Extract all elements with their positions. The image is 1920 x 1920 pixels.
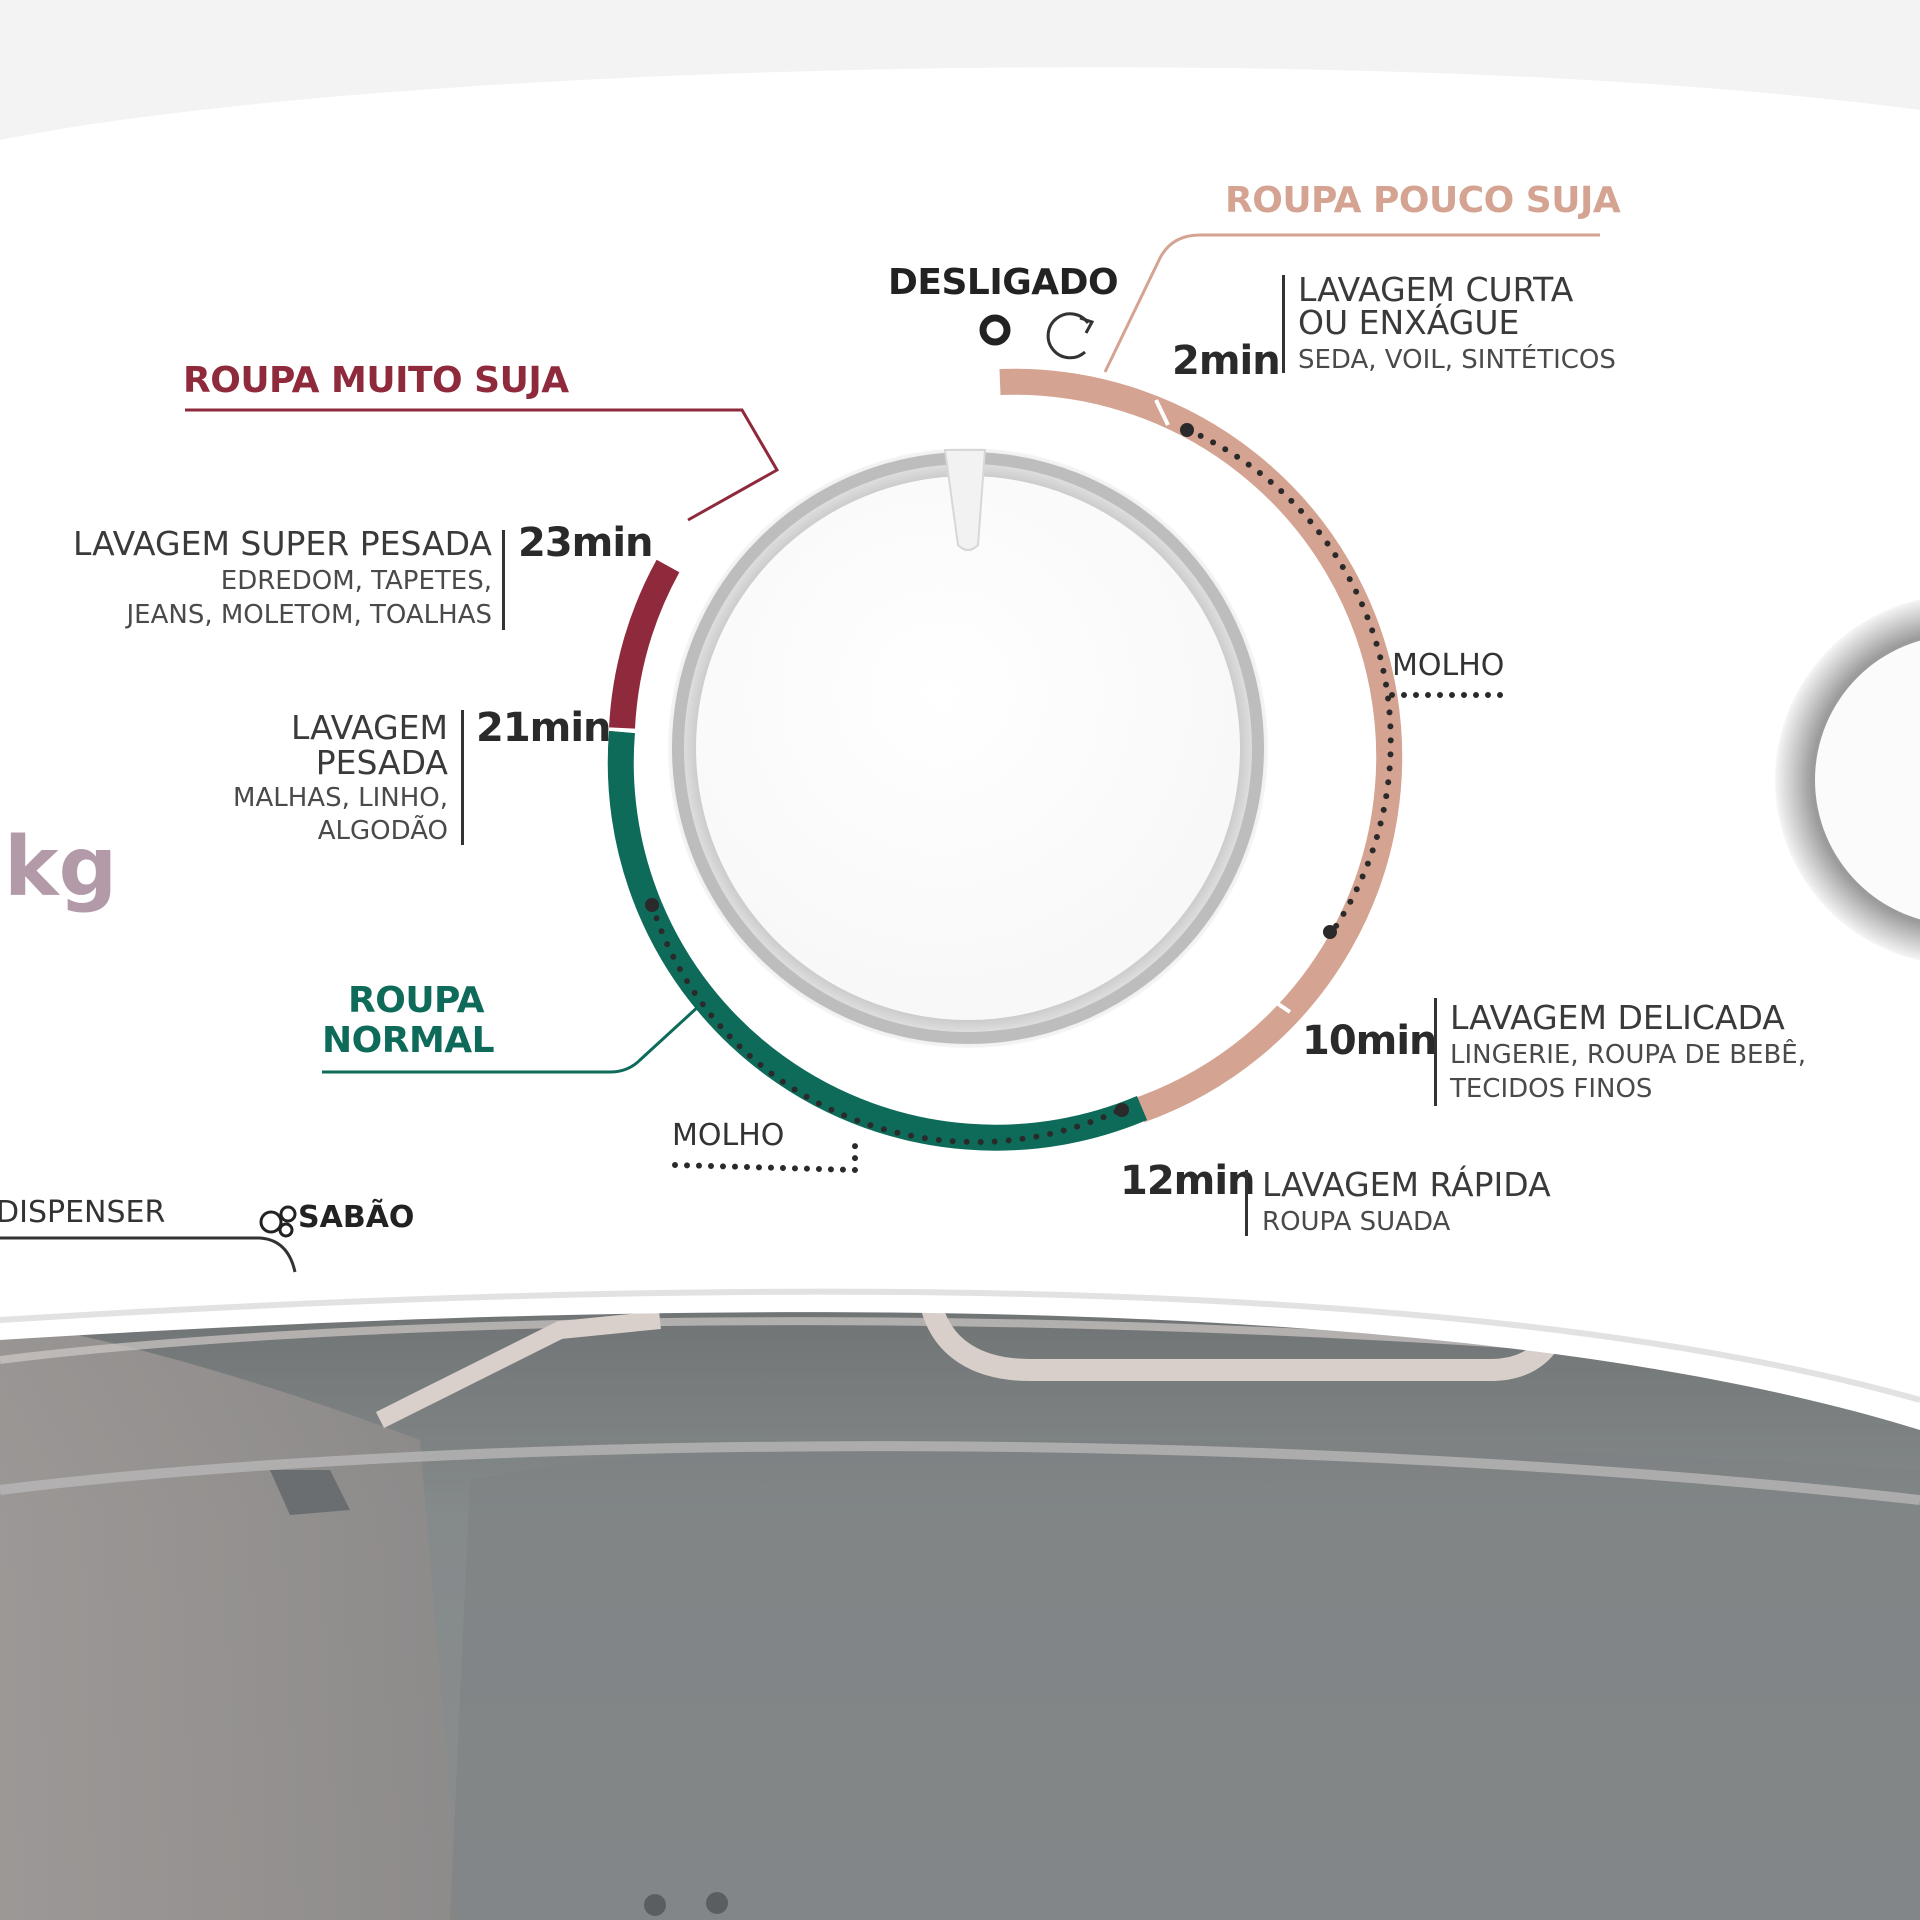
time-rapida: 12min	[1120, 1158, 1256, 1204]
clockwise-arrow-icon	[1046, 312, 1095, 360]
soak-label-bottom: MOLHO	[672, 1118, 785, 1153]
arc-muito-suja	[609, 559, 680, 729]
program-pesada-desc-2: ALGODÃO	[317, 816, 448, 846]
program-curta-desc: SEDA, VOIL, SINTÉTICOS	[1298, 345, 1616, 375]
program-rapida-title: LAVAGEM RÁPIDA	[1262, 1165, 1551, 1204]
capacity-label-partial: kg	[4, 820, 118, 915]
program-super-pesada-title: LAVAGEM SUPER PESADA	[72, 524, 492, 563]
time-super-pesada: 23min	[518, 520, 654, 566]
program-pesada-title-2: PESADA	[315, 743, 448, 782]
category-muito-suja: ROUPA MUITO SUJA	[183, 360, 569, 401]
time-curta: 2min	[1172, 338, 1281, 384]
dispenser-label-partial: DISPENSER	[0, 1195, 166, 1230]
off-label: DESLIGADO	[888, 262, 1119, 303]
program-delicada-desc-2: TECIDOS FINOS	[1450, 1074, 1653, 1104]
program-rapida-desc: ROUPA SUADA	[1262, 1207, 1451, 1237]
soap-label: SABÃO	[298, 1200, 415, 1235]
program-curta-title-2: OU ENXÁGUE	[1298, 303, 1520, 342]
time-delicada: 10min	[1302, 1018, 1438, 1064]
knob-pointer	[943, 449, 987, 551]
program-delicada-desc-1: LINGERIE, ROUPA DE BEBÊ,	[1450, 1040, 1807, 1070]
category-normal-line-1: ROUPA	[348, 980, 485, 1021]
program-pesada-title-1: LAVAGEM	[291, 708, 448, 747]
time-pesada: 21min	[476, 705, 612, 751]
program-super-pesada-desc-1: EDREDOM, TAPETES,	[220, 566, 492, 596]
program-pesada-desc-1: MALHAS, LINHO,	[233, 783, 448, 813]
bubbles-icon	[259, 1205, 297, 1238]
program-curta-title-1: LAVAGEM CURTA	[1298, 270, 1574, 309]
program-delicada-title: LAVAGEM DELICADA	[1450, 998, 1785, 1037]
program-super-pesada-desc-2: JEANS, MOLETOM, TOALHAS	[126, 600, 493, 630]
arc-normal	[607, 730, 1148, 1151]
power-off-circle-icon	[979, 314, 1011, 346]
category-pouco-suja: ROUPA POUCO SUJA	[1225, 180, 1621, 221]
soak-track-bottom	[649, 902, 1123, 1145]
soak-label-right: MOLHO	[1392, 648, 1505, 683]
category-normal-line-2: NORMAL	[322, 1020, 495, 1061]
program-selector-knob[interactable]	[668, 448, 1268, 1048]
